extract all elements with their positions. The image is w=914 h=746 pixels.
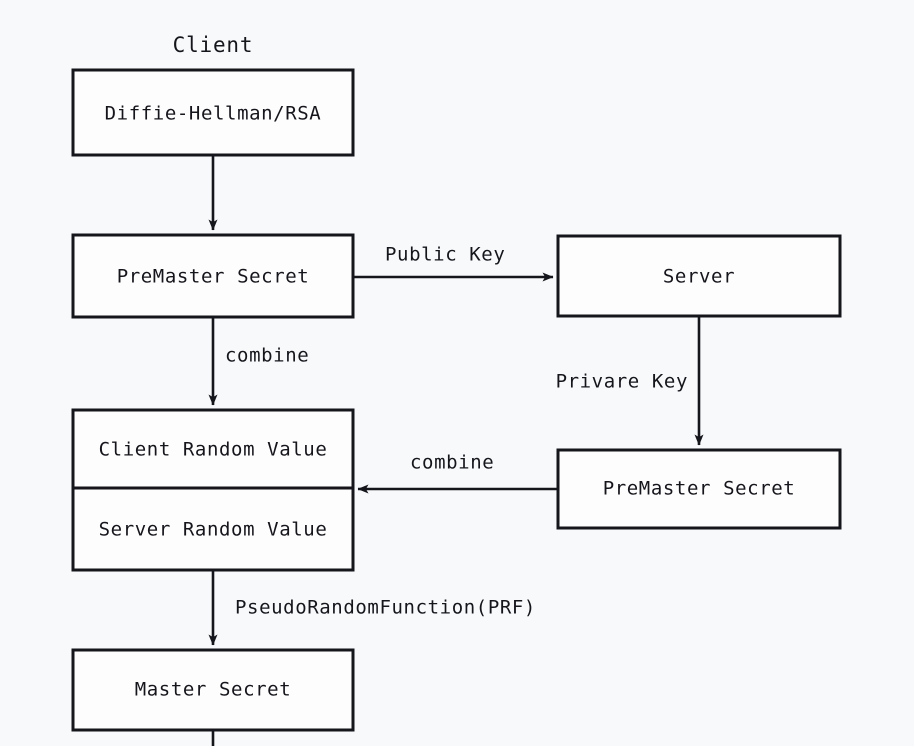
edge-label-combine-server: combine <box>410 452 494 474</box>
node-master-secret[interactable]: Master Secret <box>71 648 355 732</box>
client-premaster-label: PreMaster Secret <box>117 266 310 288</box>
node-server-premaster[interactable]: PreMaster Secret <box>556 448 842 530</box>
page-title: Client <box>173 33 254 57</box>
random-values-box[interactable] <box>71 408 355 572</box>
client-random-label: Client Random Value <box>99 439 328 461</box>
server-premaster-box[interactable] <box>556 448 842 530</box>
node-server[interactable]: Server <box>556 234 842 318</box>
key-exchange-box[interactable] <box>71 68 355 157</box>
edge-label-private-key: Privare Key <box>556 371 688 393</box>
server-label: Server <box>663 266 735 288</box>
edge-label-combine-client: combine <box>225 345 309 367</box>
master-secret-box[interactable] <box>71 648 355 732</box>
node-key-exchange[interactable]: Diffie-Hellman/RSA <box>71 68 355 157</box>
node-client-premaster[interactable]: PreMaster Secret <box>71 233 355 319</box>
server-box[interactable] <box>556 234 842 318</box>
key-exchange-label: Diffie-Hellman/RSA <box>105 103 322 125</box>
server-premaster-label: PreMaster Secret <box>603 478 796 500</box>
server-random-label: Server Random Value <box>99 519 328 541</box>
edge-label-prf: PseudoRandomFunction(PRF) <box>235 597 536 619</box>
edge-label-public-key: Public Key <box>385 244 505 266</box>
master-secret-label: Master Secret <box>135 679 292 701</box>
client-premaster-box[interactable] <box>71 233 355 319</box>
node-random-values[interactable]: Client Random Value Server Random Value <box>71 408 355 572</box>
